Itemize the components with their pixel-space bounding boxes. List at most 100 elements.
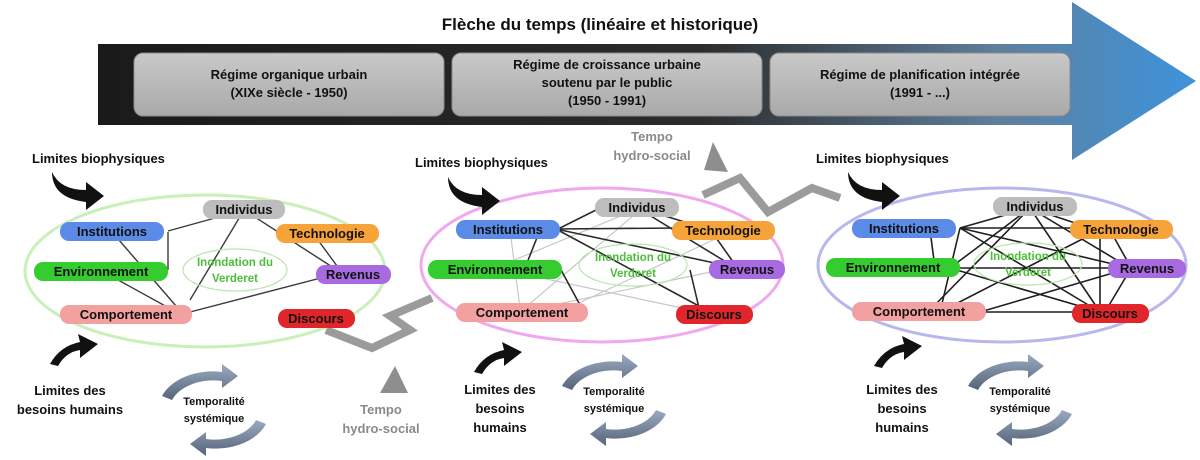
node-technologie [1070, 220, 1173, 239]
limits-needs-line3: humains [875, 420, 928, 435]
node-environnement [826, 258, 960, 277]
node-environnement-label: Environnement [846, 260, 941, 275]
node-institutions [456, 220, 560, 239]
curved-arrow-icon [50, 334, 98, 366]
node-discours [1072, 304, 1149, 323]
system-ellipse [816, 186, 1188, 344]
regime-1-line2: (XIXe siècle - 1950) [230, 85, 347, 100]
center-label-line1: Inondation du [595, 252, 671, 264]
regime-box-1 [133, 52, 445, 117]
node-revenus [316, 265, 391, 284]
limits-biophysical-label: Limites biophysiques [816, 151, 949, 166]
node-comportement [456, 303, 588, 322]
center-label-line1: Inondation du [990, 251, 1066, 263]
curved-arrow-icon [474, 342, 522, 374]
limits-needs-line3: humains [473, 420, 526, 435]
node-revenus [1108, 259, 1186, 278]
panel-3: Limites biophysiques Limites des besoins… [816, 151, 1188, 446]
temporalite-line2: systémique [990, 403, 1051, 415]
limits-needs-line2: besoins [475, 401, 524, 416]
tempo-link-1: Tempo hydro-social [324, 294, 434, 436]
regime-2-line2: soutenu par le public [542, 75, 673, 90]
limits-needs-line2: besoins humains [17, 402, 123, 417]
tempo-arrowhead [704, 142, 728, 172]
node-individus-label: Individus [215, 202, 272, 217]
curved-arrow-icon [448, 177, 500, 215]
tempo-arrowhead [380, 366, 408, 393]
center-label-line1: Inondation du [197, 257, 273, 269]
node-technologie-label: Technologie [1083, 222, 1159, 237]
node-institutions [60, 222, 164, 241]
regime-1-line1: Régime organique urbain [211, 67, 368, 82]
regime-box-3 [769, 52, 1071, 117]
temporalite-line2: systémique [184, 413, 245, 425]
regime-2-line1: Régime de croissance urbaine [513, 57, 701, 72]
node-environnement [34, 262, 168, 281]
node-technologie [276, 224, 379, 243]
node-individus [993, 197, 1077, 216]
node-technologie-label: Technologie [685, 223, 761, 238]
curved-arrow-icon [874, 336, 922, 368]
node-institutions-label: Institutions [869, 221, 939, 236]
node-discours [676, 305, 753, 324]
center-ellipse [973, 242, 1083, 286]
limits-needs-line2: besoins [877, 401, 926, 416]
regime-2-line3: (1950 - 1991) [568, 93, 646, 108]
curved-arrow-icon [52, 172, 104, 210]
node-comportement [60, 305, 192, 324]
node-individus [595, 198, 679, 217]
node-individus-label: Individus [1006, 199, 1063, 214]
limits-needs-line1: Limites des [34, 383, 106, 398]
regime-3-line1: Régime de planification intégrée [820, 67, 1020, 82]
tempo-link-2: Tempo hydro-social [613, 129, 842, 218]
zigzag-arrow-icon [701, 173, 842, 218]
tempo-2-line1: Tempo [631, 129, 673, 144]
center-ellipse [182, 248, 288, 292]
limits-biophysical-label: Limites biophysiques [415, 155, 548, 170]
node-institutions-label: Institutions [473, 222, 543, 237]
center-label-line2: Verderet [610, 268, 656, 280]
temporalite-line1: Temporalité [183, 396, 245, 408]
node-environnement [428, 260, 562, 279]
node-discours [278, 309, 355, 328]
temporalite-line1: Temporalité [583, 386, 645, 398]
limits-biophysical-label: Limites biophysiques [32, 151, 165, 166]
node-discours-label: Discours [686, 307, 742, 322]
time-arrow: Flèche du temps (linéaire et historique)… [98, 2, 1196, 160]
node-comportement-label: Comportement [873, 304, 966, 319]
time-arrow-title: Flèche du temps (linéaire et historique) [442, 15, 758, 34]
panel-1: Limites biophysiques Limites des besoins… [17, 151, 391, 456]
node-environnement-label: Environnement [448, 262, 543, 277]
node-technologie [672, 221, 775, 240]
network-links [929, 207, 1131, 313]
node-technologie-label: Technologie [289, 226, 365, 241]
node-revenus-label: Revenus [720, 262, 774, 277]
node-comportement [852, 302, 986, 321]
tempo-1-line2: hydro-social [342, 421, 419, 436]
temporalite-line2: systémique [584, 403, 645, 415]
limits-needs-line1: Limites des [464, 382, 536, 397]
limits-needs-line1: Limites des [866, 382, 938, 397]
node-environnement-label: Environnement [54, 264, 149, 279]
center-label-line2: Verderet [1005, 267, 1051, 279]
node-revenus-label: Revenus [326, 267, 380, 282]
node-discours-label: Discours [288, 311, 344, 326]
network-links-light [494, 207, 731, 315]
center-ellipse [578, 243, 688, 287]
regime-box-2 [451, 52, 763, 117]
regime-3-line2: (1991 - ...) [890, 85, 950, 100]
node-comportement-label: Comportement [476, 305, 569, 320]
tempo-1-line1: Tempo [360, 402, 402, 417]
zigzag-arrow-icon [324, 294, 434, 353]
curved-arrow-icon [848, 172, 900, 210]
node-revenus [709, 260, 785, 279]
node-institutions-label: Institutions [77, 224, 147, 239]
cycle-arrows-icon [562, 354, 666, 446]
tempo-2-line2: hydro-social [613, 148, 690, 163]
panel-2: Limites biophysiques Limites des besoins… [415, 155, 785, 446]
node-individus [203, 200, 285, 219]
cycle-arrows-icon [968, 354, 1072, 446]
node-discours-label: Discours [1082, 306, 1138, 321]
node-comportement-label: Comportement [80, 307, 173, 322]
node-individus-label: Individus [608, 200, 665, 215]
